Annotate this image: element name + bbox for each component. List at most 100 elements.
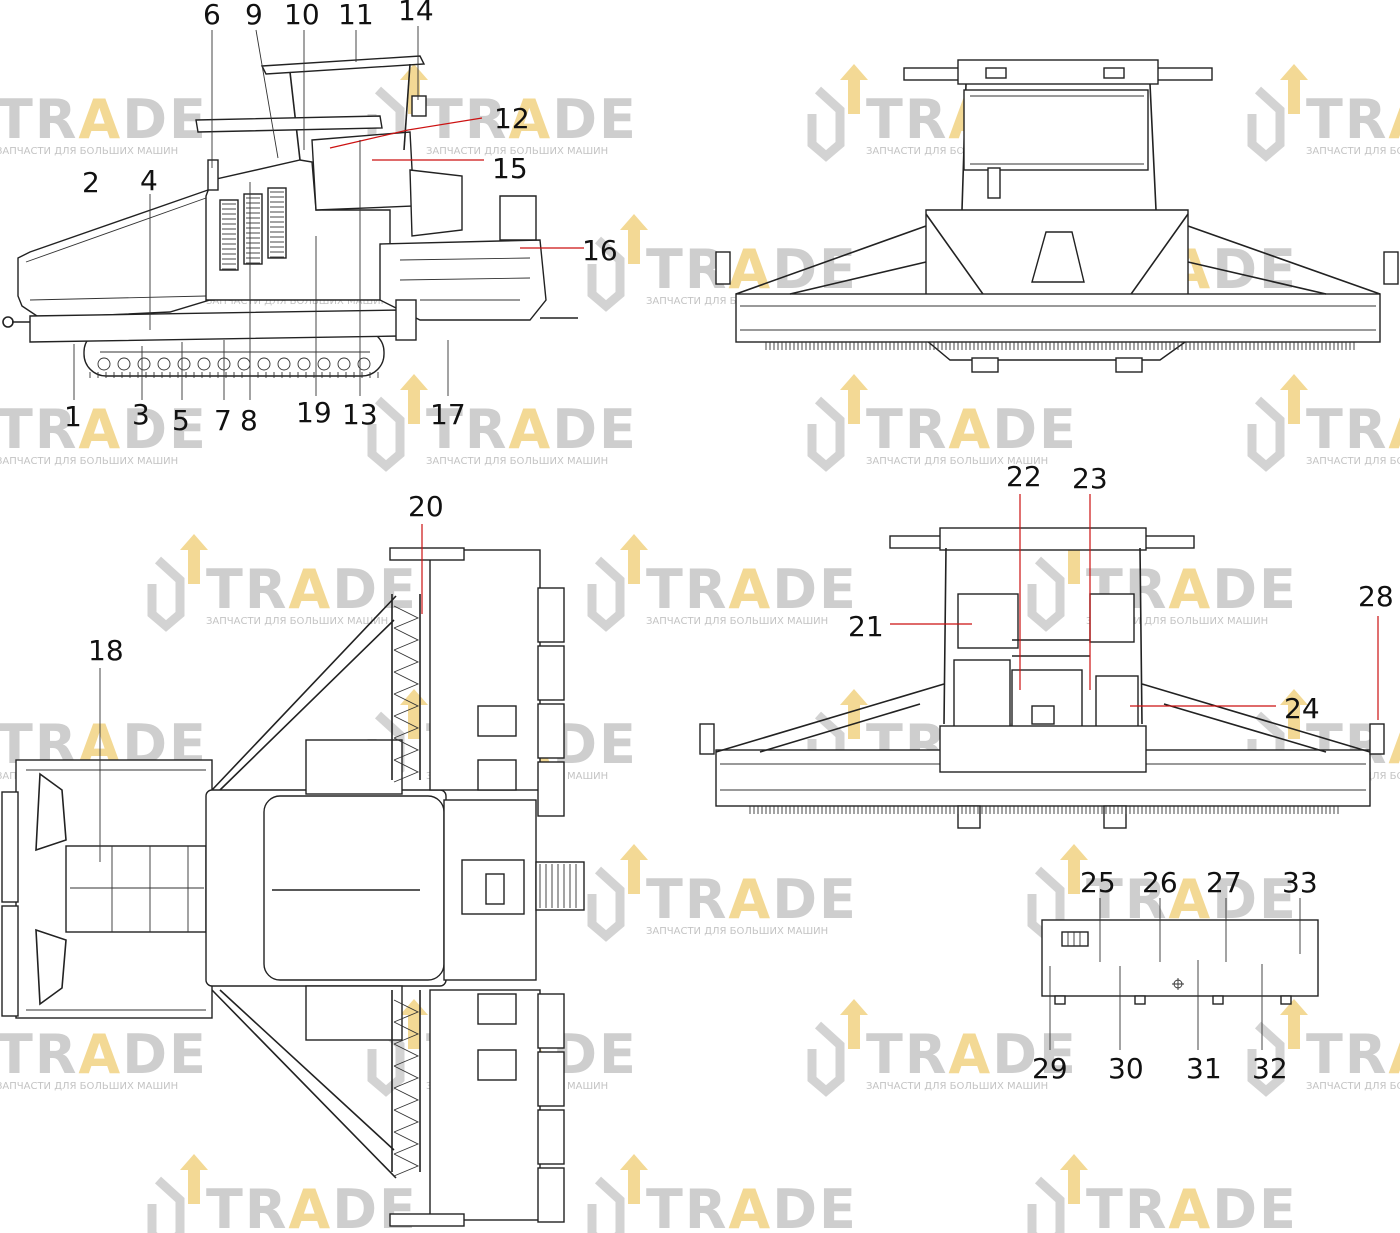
watermark-brand: TRADE: [0, 1023, 208, 1086]
rear-view-drawing: [715, 59, 1399, 373]
callout-6: 6: [203, 0, 221, 31]
track-roller: [157, 357, 171, 371]
callout-20: 20: [408, 490, 444, 523]
track-roller: [117, 357, 131, 371]
callout-30: 30: [1108, 1052, 1144, 1085]
watermark-tagline: ЗАПЧАСТИ ДЛЯ БОЛЬШИХ МАШИН: [206, 296, 388, 307]
watermark-tagline: ЗАПЧАСТИ ДЛЯ БОЛЬШИХ МАШИН: [646, 926, 828, 937]
callout-29: 29: [1032, 1052, 1068, 1085]
callout-23: 23: [1072, 462, 1108, 495]
callout-31: 31: [1186, 1052, 1222, 1085]
watermark-tagline: ЗАПЧАСТИ ДЛЯ БОЛЬШИХ МАШИН: [0, 146, 178, 157]
callout-14: 14: [398, 0, 434, 27]
callout-24: 24: [1284, 692, 1320, 725]
track-roller: [137, 357, 151, 371]
track-roller: [317, 357, 331, 371]
watermark-brand: TRADE: [1306, 88, 1400, 151]
watermark-brand: TRADE: [426, 398, 638, 461]
watermark-tagline: ЗАПЧАСТИ ДЛЯ БОЛЬШИХ МАШИН: [1086, 616, 1268, 627]
watermark-tagline: ЗАПЧАСТИ ДЛЯ БОЛЬШИХ МАШИН: [646, 616, 828, 627]
watermark-tagline: ЗАПЧАСТИ ДЛЯ БОЛЬШИХ МАШИН: [866, 1081, 1048, 1092]
callout-4: 4: [140, 164, 158, 197]
watermark-tagline: ЗАПЧАСТИ ДЛЯ БОЛЬШИХ МАШИН: [426, 456, 608, 467]
watermark-tagline: ЗАПЧАСТИ ДЛЯ БОЛЬШИХ МАШИН: [866, 146, 1048, 157]
watermark-brand: TRADE: [206, 1178, 418, 1233]
callout-22: 22: [1006, 460, 1042, 493]
leader-lines: [73, 26, 1379, 1050]
callout-2: 2: [82, 166, 100, 199]
callout-5: 5: [172, 404, 190, 437]
watermark-tagline: ЗАПЧАСТИ ДЛЯ БОЛЬШИХ МАШИН: [1306, 1081, 1400, 1092]
callout-26: 26: [1142, 866, 1178, 899]
watermark-brand: TRADE: [206, 558, 418, 621]
callout-12: 12: [494, 102, 530, 135]
watermark-tagline: ЗАПЧАСТИ ДЛЯ БОЛЬШИХ МАШИН: [866, 456, 1048, 467]
control-panel-drawing: [1041, 919, 1319, 1005]
callout-25: 25: [1080, 866, 1116, 899]
callout-1: 1: [64, 400, 82, 433]
watermark-tagline: ЗАПЧАСТИ ДЛЯ БОЛЬШИХ МАШИН: [0, 456, 178, 467]
callout-21: 21: [848, 610, 884, 643]
callout-19: 19: [296, 396, 332, 429]
callout-3: 3: [132, 398, 150, 431]
callout-15: 15: [492, 152, 528, 185]
callout-28: 28: [1358, 580, 1394, 613]
watermark-brand: TRADE: [646, 558, 858, 621]
watermark-brand: TRADE: [1306, 1023, 1400, 1086]
watermark-tagline: ЗАПЧАСТИ ДЛЯ БОЛЬШИХ МАШИН: [426, 146, 608, 157]
top-view-drawing: [1, 547, 585, 1227]
watermark-brand: TRADE: [1306, 398, 1400, 461]
side-view-drawing: [2, 55, 578, 378]
track-roller: [177, 357, 191, 371]
callout-13: 13: [342, 398, 378, 431]
watermark-brand: TRADE: [0, 398, 208, 461]
watermark-tagline: ЗАПЧАСТИ ДЛЯ БОЛЬШИХ МАШИН: [0, 1081, 178, 1092]
watermark-brand: TRADE: [866, 398, 1078, 461]
rear-view-2-drawing: [699, 527, 1385, 829]
watermark-brand: TRADE: [646, 868, 858, 931]
leader-9: [255, 29, 279, 159]
callout-16: 16: [582, 234, 618, 267]
track-roller: [337, 357, 351, 371]
callout-18: 18: [88, 634, 124, 667]
watermark-brand: TRADE: [646, 1178, 858, 1233]
callout-32: 32: [1252, 1052, 1288, 1085]
watermark-brand: TRADE: [1086, 1178, 1298, 1233]
track-roller: [277, 357, 291, 371]
track-roller: [297, 357, 311, 371]
leader-12: [329, 117, 483, 149]
track-roller: [197, 357, 211, 371]
track-roller: [257, 357, 271, 371]
callout-labels: 1 2 3 4 5 6 7 8 9 10 11 12 13 14 15 16 1…: [64, 0, 1394, 1085]
callout-11: 11: [338, 0, 374, 31]
callout-17: 17: [430, 398, 466, 431]
callout-8: 8: [240, 404, 258, 437]
watermark-tagline: ЗАПЧАСТИ ДЛЯ БОЛЬШИХ МАШИН: [206, 616, 388, 627]
callout-7: 7: [214, 404, 232, 437]
watermark-brand: TRADE: [646, 238, 858, 301]
callout-33: 33: [1282, 866, 1318, 899]
track-roller: [357, 357, 371, 371]
track-roller: [97, 357, 111, 371]
callout-9: 9: [245, 0, 263, 31]
watermark-brand: TRADE: [0, 88, 208, 151]
watermark-brand: TRADE: [426, 88, 638, 151]
watermark-tagline: ЗАПЧАСТИ ДЛЯ БОЛЬШИХ МАШИН: [1306, 456, 1400, 467]
